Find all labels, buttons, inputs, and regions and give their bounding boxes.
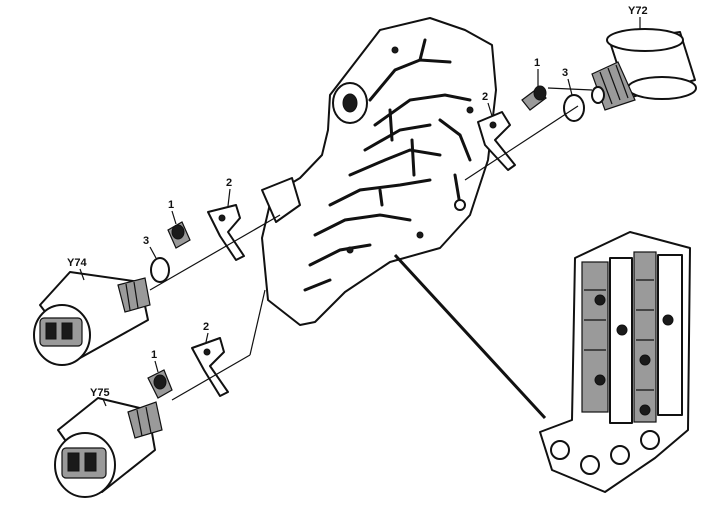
label-mid-bracket: 2: [226, 177, 232, 189]
low-bracket: [191, 337, 229, 397]
low-screw: [147, 369, 173, 399]
label-mid-ring: 3: [143, 235, 149, 247]
label-y72: Y72: [628, 5, 648, 17]
solenoid-y75: [54, 397, 163, 498]
assembly-leader: [393, 253, 547, 420]
label-top-ring: 3: [562, 67, 568, 79]
label-y74: Y74: [67, 257, 87, 269]
label-top-bracket: 2: [482, 91, 488, 103]
label-low-bracket: 2: [203, 321, 209, 333]
top-bracket: [477, 111, 516, 171]
mid-ring: [150, 257, 170, 283]
valve-body-assembly: [539, 231, 691, 493]
solenoid-y74: [33, 271, 151, 366]
mid-screw: [167, 221, 191, 249]
top-screw: [521, 85, 547, 111]
label-top-screw: 1: [534, 57, 540, 69]
label-low-screw: 1: [151, 349, 157, 361]
label-y75: Y75: [90, 387, 110, 399]
valve-plate: [261, 17, 497, 326]
label-mid-screw: 1: [168, 199, 174, 211]
mid-bracket: [207, 204, 245, 261]
callouts: Y72 1 2 3 1 2 3 Y74 1 2 Y75: [67, 5, 648, 407]
solenoid-y72: [591, 28, 697, 111]
